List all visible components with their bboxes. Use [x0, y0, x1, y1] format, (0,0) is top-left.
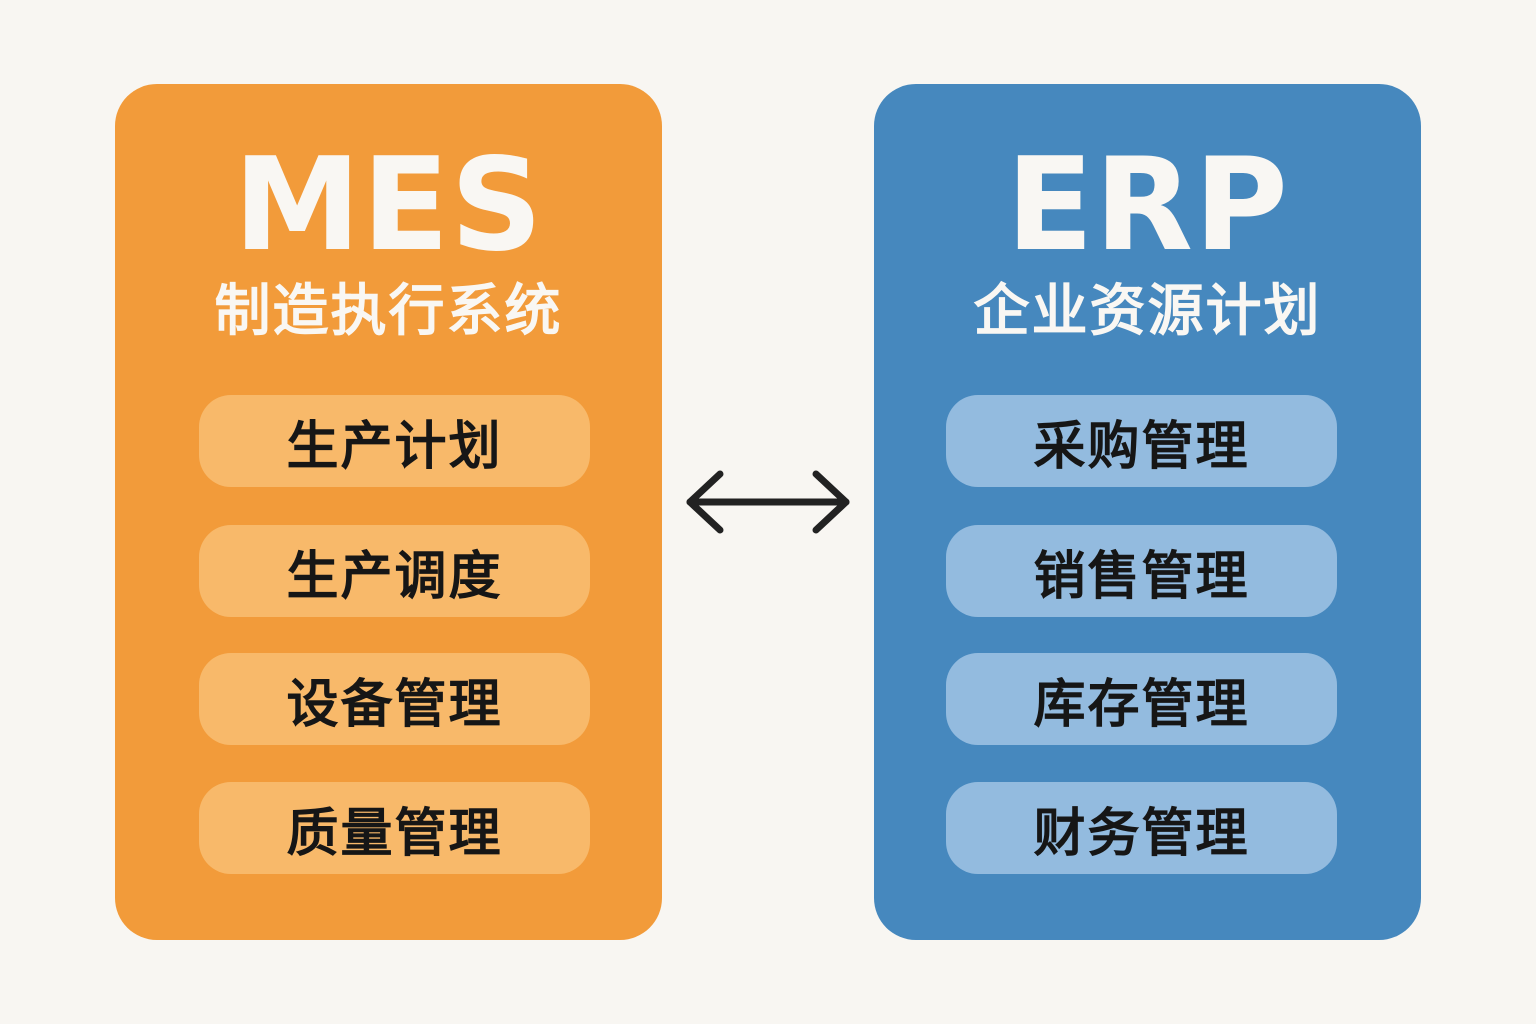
mes-module-quality-management: 质量管理	[199, 782, 590, 874]
erp-module-procurement-management: 采购管理	[946, 395, 1337, 487]
mes-module-production-planning: 生产计划	[199, 395, 590, 487]
mes-module-equipment-management: 设备管理	[199, 653, 590, 745]
arrow-head-left	[686, 470, 724, 534]
mes-module-production-scheduling: 生产调度	[199, 525, 590, 617]
erp-module-finance-management: 财务管理	[946, 782, 1337, 874]
erp-subtitle: 企业资源计划	[973, 279, 1322, 344]
mes-subtitle: 制造执行系统	[214, 279, 563, 344]
arrow-head-right	[812, 470, 850, 534]
mes-title: MES	[233, 131, 544, 280]
mes-card: MES 制造执行系统 生产计划 生产调度 设备管理 质量管理	[115, 84, 662, 940]
erp-title: ERP	[1006, 131, 1289, 280]
erp-card: ERP 企业资源计划 采购管理 销售管理 库存管理 财务管理	[874, 84, 1421, 940]
erp-module-inventory-management: 库存管理	[946, 653, 1337, 745]
erp-module-sales-management: 销售管理	[946, 525, 1337, 617]
double-arrow-icon	[686, 470, 850, 534]
